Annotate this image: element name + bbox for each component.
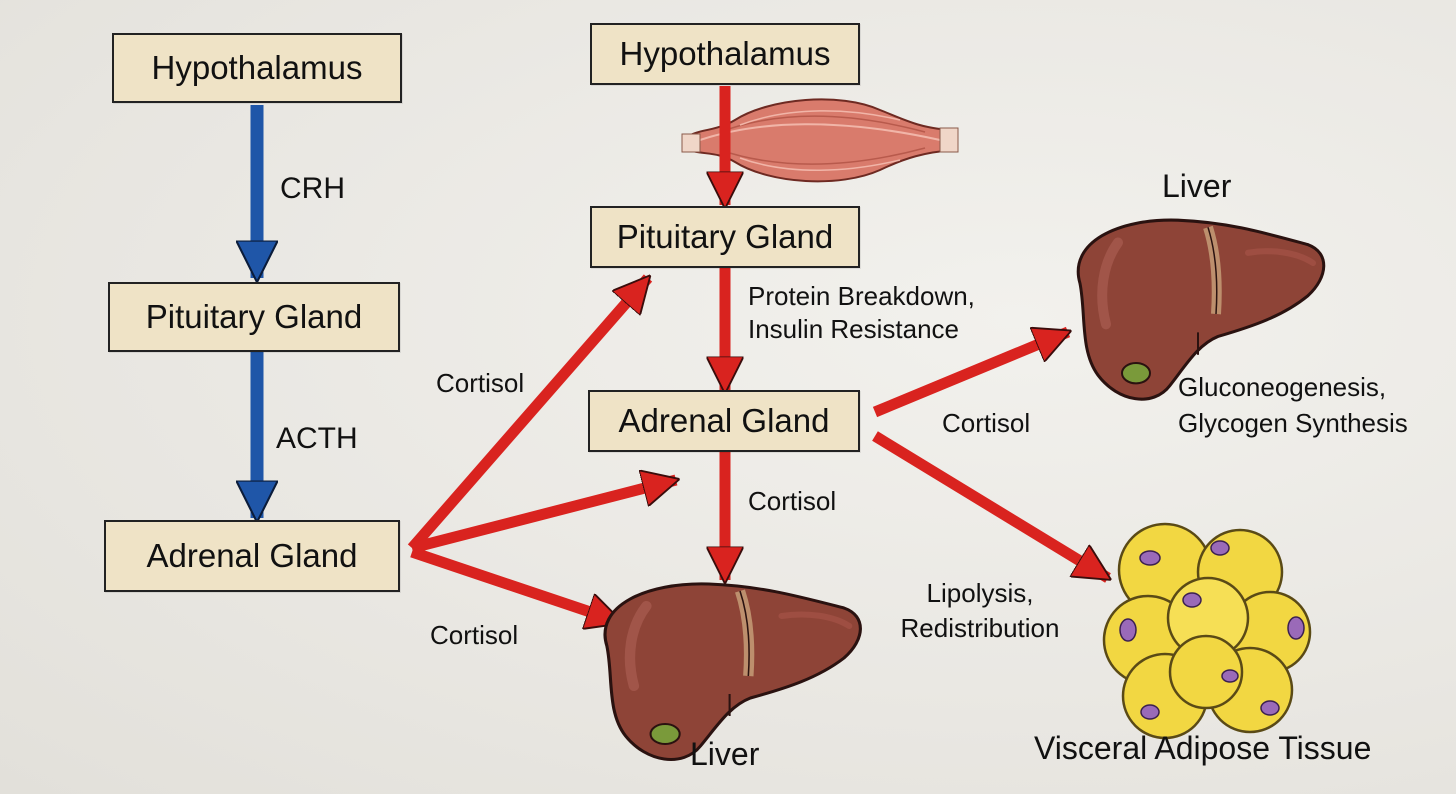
adrenal-to-adipose-arrow <box>872 431 1108 583</box>
insulin-resistance-label: Insulin Resistance <box>748 314 959 344</box>
cortisol-to-pituitary-arrow <box>407 278 653 552</box>
liver-bottom-title: Liver <box>690 736 760 772</box>
right-hypothalamus-box: Hypothalamus <box>590 23 860 85</box>
right-hypothalamus-label: Hypothalamus <box>619 35 831 72</box>
adipose-cluster-graphic <box>1102 522 1312 740</box>
left-pituitary-box: Pituitary Gland <box>108 282 400 352</box>
left-pituitary-label: Pituitary Gland <box>145 298 363 335</box>
protein-breakdown-label: Protein Breakdown, <box>748 281 975 311</box>
adipose-effect-line2: Redistribution <box>900 613 1060 643</box>
left-hypothalamus-box: Hypothalamus <box>112 33 402 103</box>
crh-label: CRH <box>280 172 345 205</box>
cortisol-to-adrenal-arrow <box>410 480 676 554</box>
left-adrenal-label: Adrenal Gland <box>146 537 358 574</box>
acth-label: ACTH <box>276 422 358 455</box>
adipose-effect-line1: Lipolysis, <box>926 578 1034 608</box>
right-adrenal-box: Adrenal Gland <box>588 390 860 452</box>
cortisol-lower-left-label: Cortisol <box>430 620 519 650</box>
left-hypothalamus-label: Hypothalamus <box>151 49 363 86</box>
right-adrenal-label: Adrenal Gland <box>618 402 830 439</box>
cortisol-upper-left-label: Cortisol <box>436 368 525 398</box>
liver-top-effect-line1: Gluconeogenesis, <box>1178 372 1387 402</box>
adipose-title: Visceral Adipose Tissue <box>1034 730 1372 766</box>
liver-top-title: Liver <box>1162 168 1232 204</box>
right-pituitary-box: Pituitary Gland <box>590 206 860 268</box>
adrenal-to-top-liver-arrow <box>872 332 1068 418</box>
liver-top-effect-line2: Glycogen Synthesis <box>1178 408 1408 438</box>
liver-bottom-graphic <box>605 584 860 760</box>
muscle-graphic <box>681 98 959 183</box>
right-pituitary-label: Pituitary Gland <box>616 218 834 255</box>
cortisol-to-liver-label: Cortisol <box>942 408 1031 438</box>
cortisol-down-label: Cortisol <box>748 486 837 516</box>
cortisol-to-liver-arrow <box>410 546 620 622</box>
left-adrenal-box: Adrenal Gland <box>104 520 400 592</box>
